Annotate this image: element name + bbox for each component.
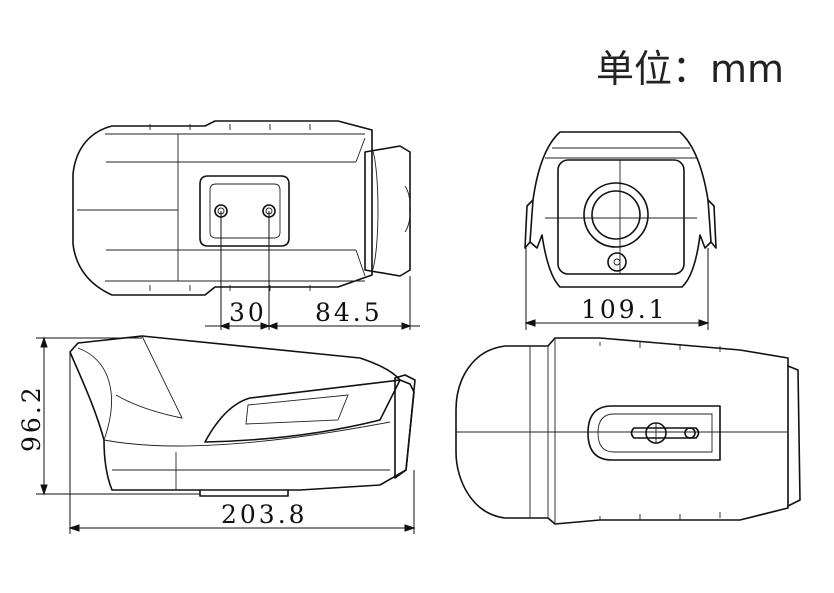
front-view xyxy=(524,131,717,288)
top-view xyxy=(72,120,411,296)
unit-label: 单位：mm xyxy=(596,47,785,91)
dim-width: 109.1 xyxy=(581,295,668,324)
dim-mount-to-front: 84.5 xyxy=(315,298,383,327)
side-view xyxy=(69,335,416,497)
top-dimension-lines: 30 84.5 xyxy=(205,211,420,330)
bottom-view xyxy=(455,337,801,525)
dim-mount-spacing: 30 xyxy=(229,298,267,327)
front-dimension-lines: 109.1 xyxy=(524,248,710,330)
dim-length: 203.8 xyxy=(221,500,308,529)
dim-height: 96.2 xyxy=(17,384,46,452)
side-dimension-lines: 96.2 203.8 xyxy=(17,336,416,534)
